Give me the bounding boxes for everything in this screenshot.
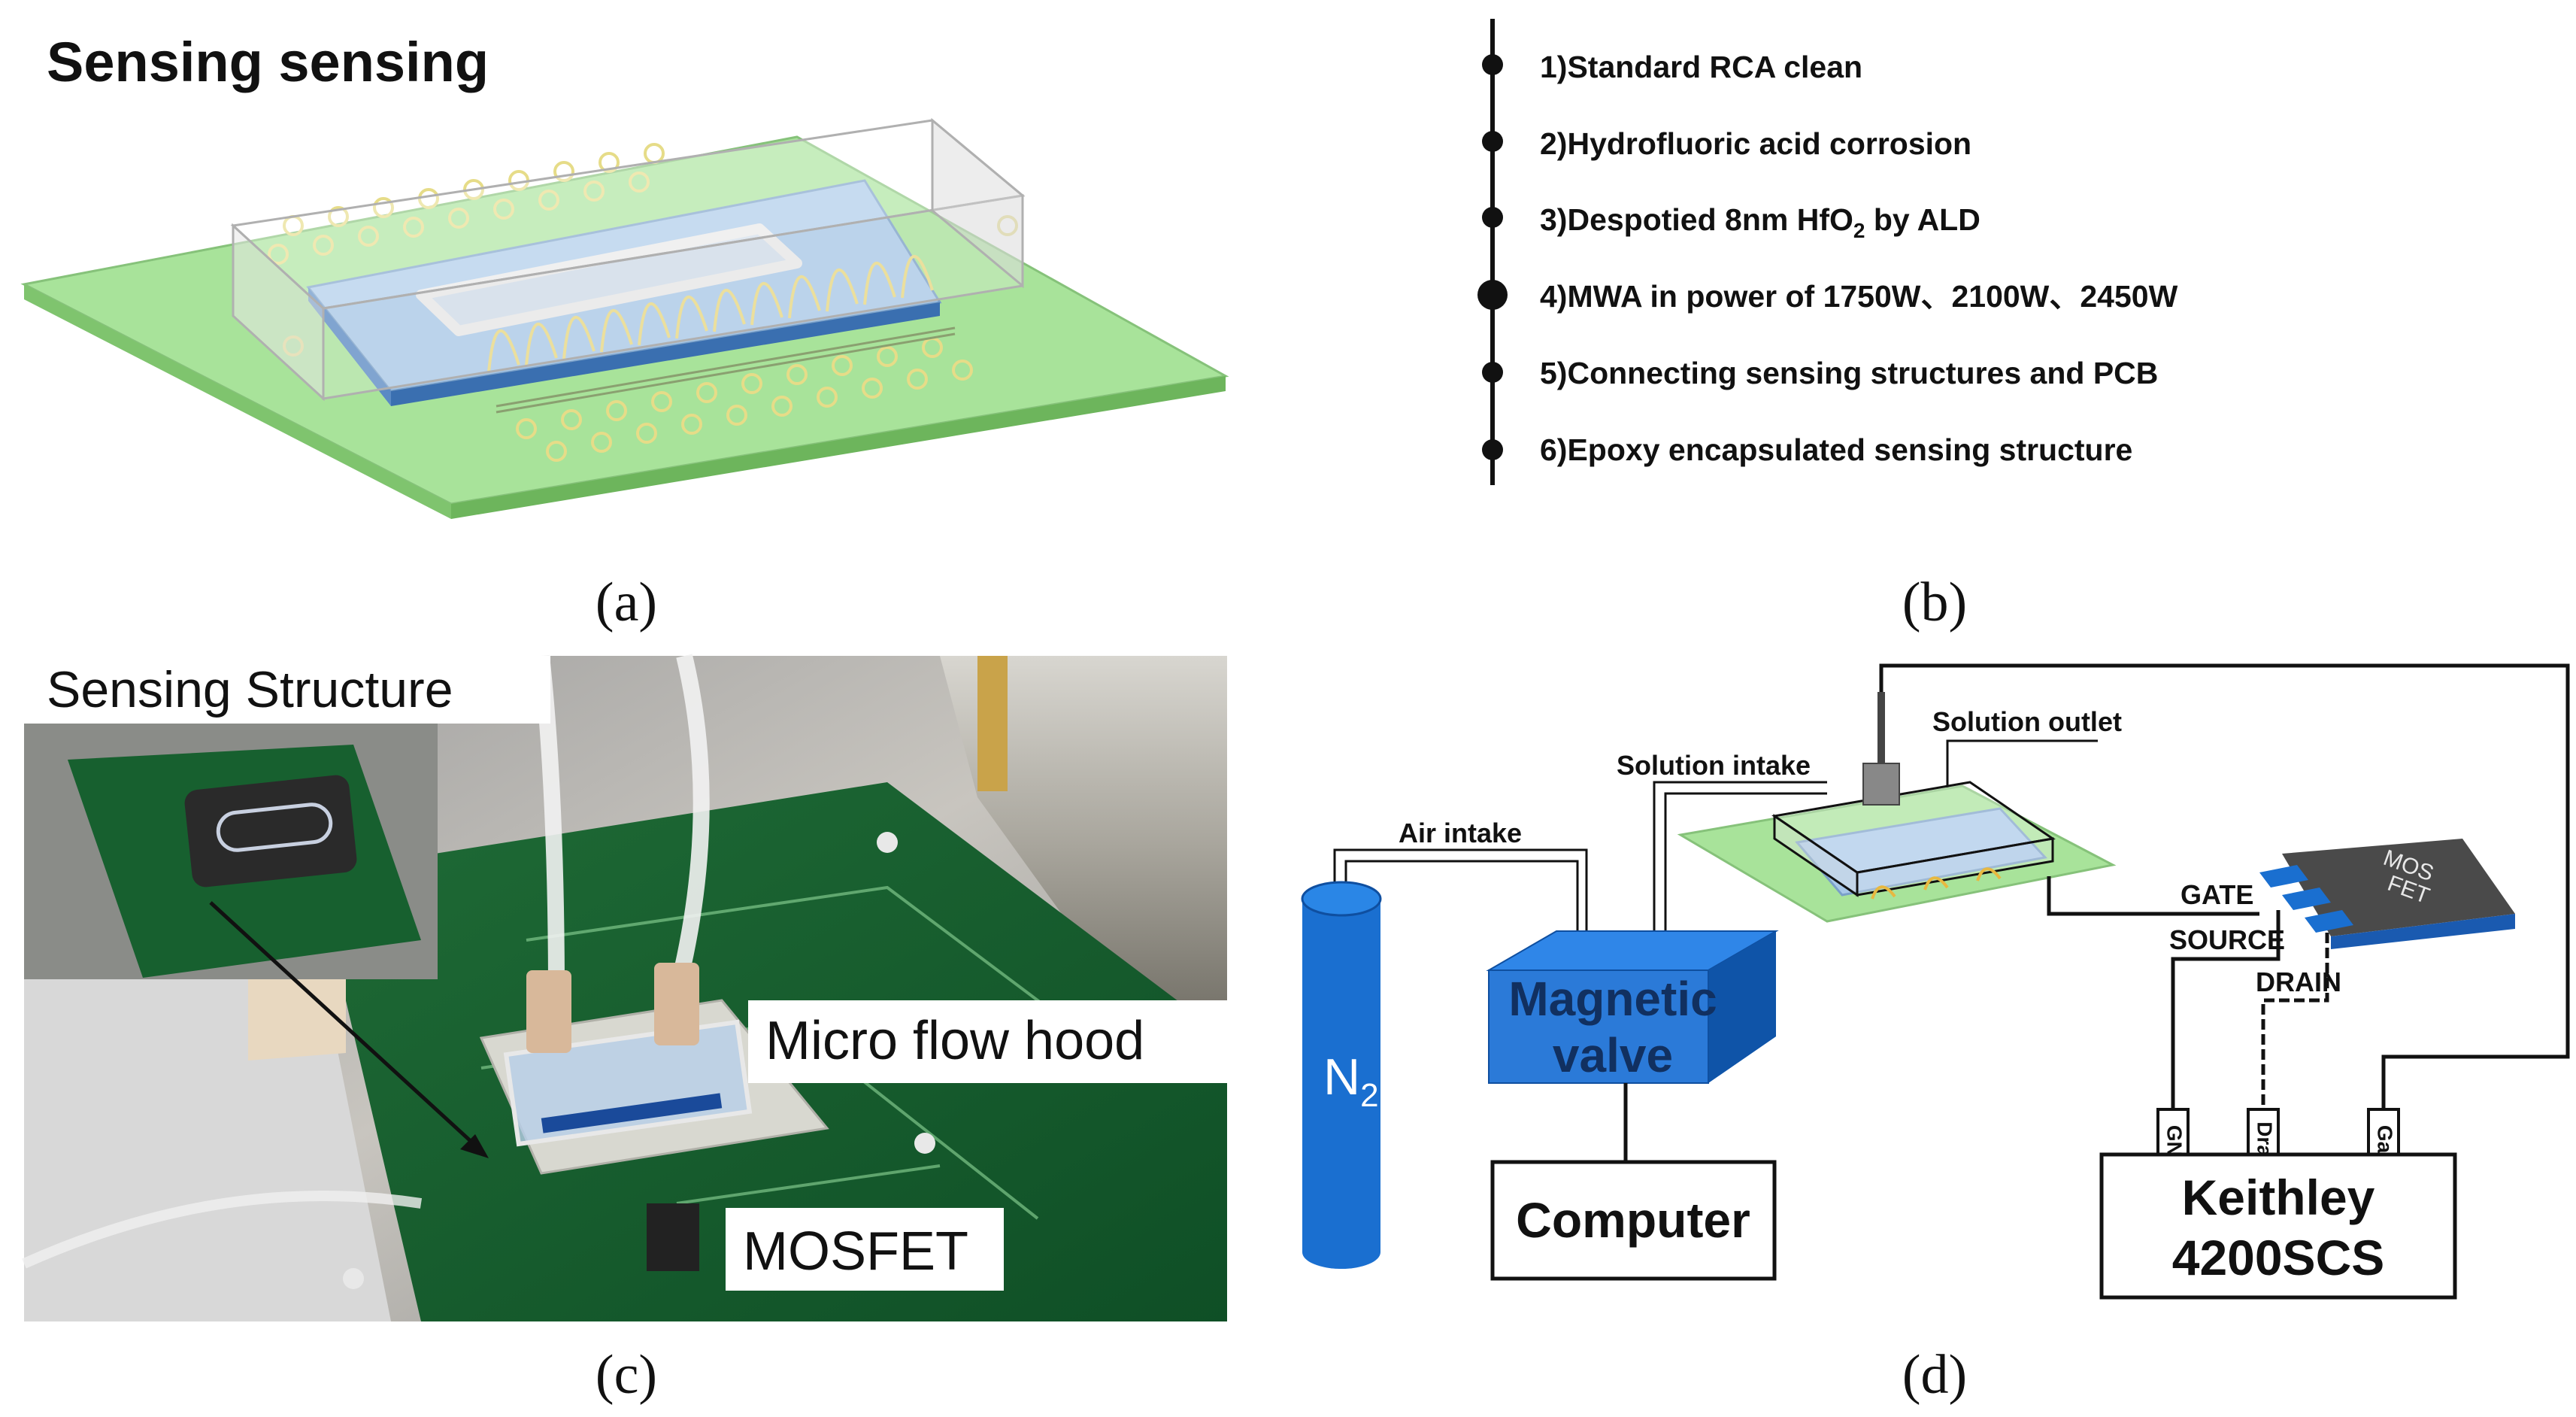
photo-fitting-left xyxy=(526,970,571,1053)
gate-wire xyxy=(1879,663,2570,1109)
panel-c: Sensing Structure Micro flow hood MOSFET… xyxy=(22,654,1227,1406)
timeline-dot-5 xyxy=(1482,362,1503,383)
photo-tube-bottom xyxy=(22,1191,423,1269)
magnetic-valve-front xyxy=(1488,969,1709,1084)
photo-mosfet xyxy=(647,1203,699,1271)
n2-subscript: 2 xyxy=(1360,1077,1378,1114)
source-label: SOURCE xyxy=(2169,924,2285,955)
label-box-mosfet xyxy=(726,1208,1004,1291)
magnetic-valve-label-2: valve xyxy=(1553,1028,1673,1082)
pcb-edge-left xyxy=(24,284,451,519)
panel-a-caption: (a) xyxy=(596,572,657,633)
process-step-1: 1)Standard RCA clean xyxy=(1540,50,1862,84)
gate-probe-body xyxy=(1862,763,1900,806)
n2-text: N xyxy=(1323,1048,1360,1106)
panel-a: Sensing sensing xyxy=(20,31,1229,633)
photo-pcb-holes xyxy=(343,832,935,1289)
process-step-5: 5)Connecting sensing structures and PCB xyxy=(1540,356,2158,390)
magnetic-valve-label-1: Magnetic xyxy=(1508,972,1717,1026)
source-wire xyxy=(2171,910,2281,1109)
photo-tape xyxy=(977,656,1008,791)
panel-b-caption: (b) xyxy=(1902,572,1967,633)
computer-label: Computer xyxy=(1516,1192,1750,1248)
label-box-micro-flow-hood xyxy=(748,1000,1227,1083)
label-box-sensing-structure xyxy=(24,656,550,724)
gate-label: GATE xyxy=(2181,879,2253,910)
label-sensing-structure: Sensing Structure xyxy=(47,661,453,718)
photo-block xyxy=(248,970,346,1060)
process-step-6: 6)Epoxy encapsulated sensing structure xyxy=(1540,432,2132,467)
timeline-dot-2 xyxy=(1482,131,1503,152)
solution-intake-label: Solution intake xyxy=(1617,750,1811,781)
photo-channel-blue xyxy=(541,1093,723,1133)
timeline-dot-1 xyxy=(1482,54,1503,75)
chip-gate-wire xyxy=(2047,876,2259,916)
solution-outlet-label: Solution outlet xyxy=(1932,706,2122,737)
label-micro-flow-hood: Micro flow hood xyxy=(765,1011,1144,1071)
encapsulation-box xyxy=(230,117,1026,402)
process-step-3-subscript: 2 xyxy=(1853,219,1865,242)
inset-arrow-line xyxy=(209,901,483,1152)
mosfet-edge xyxy=(2331,914,2515,949)
pin-row xyxy=(496,326,956,414)
panel-d-caption: (d) xyxy=(1902,1344,1967,1406)
panel-c-caption: (c) xyxy=(596,1344,657,1406)
keithley-box xyxy=(2099,1152,2457,1300)
timeline-dot-3 xyxy=(1482,207,1503,228)
setup-chip xyxy=(1795,807,2047,897)
n2-label: N2 xyxy=(1323,1048,1379,1114)
keithley-label-1: Keithley xyxy=(2182,1170,2375,1225)
process-step-4: 4)MWA in power of 1750W、2100W、2450W xyxy=(1540,279,2178,314)
air-intake-label: Air intake xyxy=(1399,818,1522,848)
panel-a-title: Sensing sensing xyxy=(47,31,489,93)
process-step-3-text: 3)Despotied 8nm HfO xyxy=(1540,202,1853,237)
bonding-wires xyxy=(487,254,934,373)
inset-arrow-head xyxy=(460,1134,489,1158)
keithley-label-2: 4200SCS xyxy=(2172,1230,2385,1285)
drain-label: DRAIN xyxy=(2256,966,2341,997)
timeline-dot-6 xyxy=(1482,439,1503,460)
timeline-dot-4 xyxy=(1477,280,1508,310)
n2-cylinder xyxy=(1302,899,1380,1269)
micro-channel xyxy=(416,223,802,336)
process-step-2: 2)Hydrofluoric acid corrosion xyxy=(1540,126,1971,161)
label-mosfet: MOSFET xyxy=(743,1221,968,1282)
sensor-chip-side xyxy=(308,287,391,406)
photo-fitting-right xyxy=(654,963,699,1045)
photo-tube-right xyxy=(668,654,710,995)
drain-wire xyxy=(2261,933,2329,1109)
panel-b: 1)Standard RCA clean 2)Hydrofluoric acid… xyxy=(1477,19,2178,633)
photo-metal-fixture xyxy=(940,656,1227,1038)
mosfet-pins xyxy=(2259,865,2353,933)
setup-wires xyxy=(1871,867,2002,900)
magnetic-valve-side xyxy=(1708,931,1776,1083)
n2-cylinder-top xyxy=(1301,881,1382,917)
pcb-edge-right xyxy=(451,376,1226,519)
pcb-pads xyxy=(268,143,1018,462)
inset-chip xyxy=(184,775,357,888)
process-step-3-suffix: by ALD xyxy=(1865,202,1980,237)
setup-hood-front xyxy=(1856,837,2054,897)
panel-d: N2 Air intake Solution intake Solution o… xyxy=(1301,663,2570,1406)
computer-box xyxy=(1490,1160,1777,1281)
process-step-3: 3)Despotied 8nm HfO2 by ALD xyxy=(1540,202,1980,242)
sensor-chip-edge xyxy=(391,302,940,406)
inset-channel xyxy=(216,803,333,852)
